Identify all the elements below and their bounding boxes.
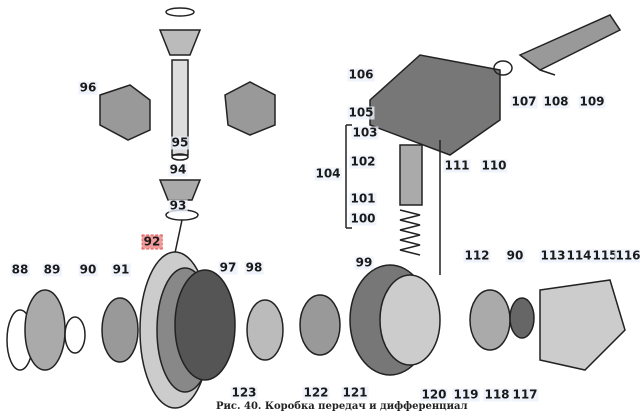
part-label-101: 101 bbox=[349, 191, 377, 206]
part-label-120: 120 bbox=[420, 387, 448, 402]
part-label-100: 100 bbox=[349, 211, 377, 226]
part-label-103: 103 bbox=[351, 125, 379, 140]
part-label-121: 121 bbox=[341, 385, 369, 400]
part-label-107: 107 bbox=[510, 94, 538, 109]
part-label-112: 112 bbox=[463, 248, 491, 263]
part-label-92-highlighted: 92 bbox=[141, 234, 163, 250]
part-label-96: 96 bbox=[78, 80, 98, 95]
part-label-117: 117 bbox=[511, 387, 539, 402]
part-label-123: 123 bbox=[230, 385, 258, 400]
part-label-90-right: 90 bbox=[505, 248, 525, 263]
part-label-118: 118 bbox=[483, 387, 511, 402]
part-label-115: 115 bbox=[591, 248, 619, 263]
part-label-116: 116 bbox=[614, 248, 640, 263]
part-label-88: 88 bbox=[10, 262, 30, 277]
part-label-105: 105 bbox=[347, 105, 375, 120]
part-label-98: 98 bbox=[244, 260, 264, 275]
part-label-122: 122 bbox=[302, 385, 330, 400]
part-label-108: 108 bbox=[542, 94, 570, 109]
part-label-109: 109 bbox=[578, 94, 606, 109]
part-label-93: 93 bbox=[168, 198, 188, 213]
part-label-104: 104 bbox=[314, 166, 342, 181]
part-label-111: 111 bbox=[443, 158, 471, 173]
figure-caption: Рис. 40. Коробка передач и дифференциал bbox=[216, 401, 468, 412]
part-label-114: 114 bbox=[565, 248, 593, 263]
part-label-119: 119 bbox=[452, 387, 480, 402]
part-label-91: 91 bbox=[111, 262, 131, 277]
part-label-90: 90 bbox=[78, 262, 98, 277]
part-label-89: 89 bbox=[42, 262, 62, 277]
part-label-113: 113 bbox=[539, 248, 567, 263]
part-label-97: 97 bbox=[218, 260, 238, 275]
part-label-106: 106 bbox=[347, 67, 375, 82]
part-label-95: 95 bbox=[170, 135, 190, 150]
part-label-94: 94 bbox=[168, 162, 188, 177]
part-label-110: 110 bbox=[480, 158, 508, 173]
part-label-99: 99 bbox=[354, 255, 374, 270]
part-label-102: 102 bbox=[349, 154, 377, 169]
